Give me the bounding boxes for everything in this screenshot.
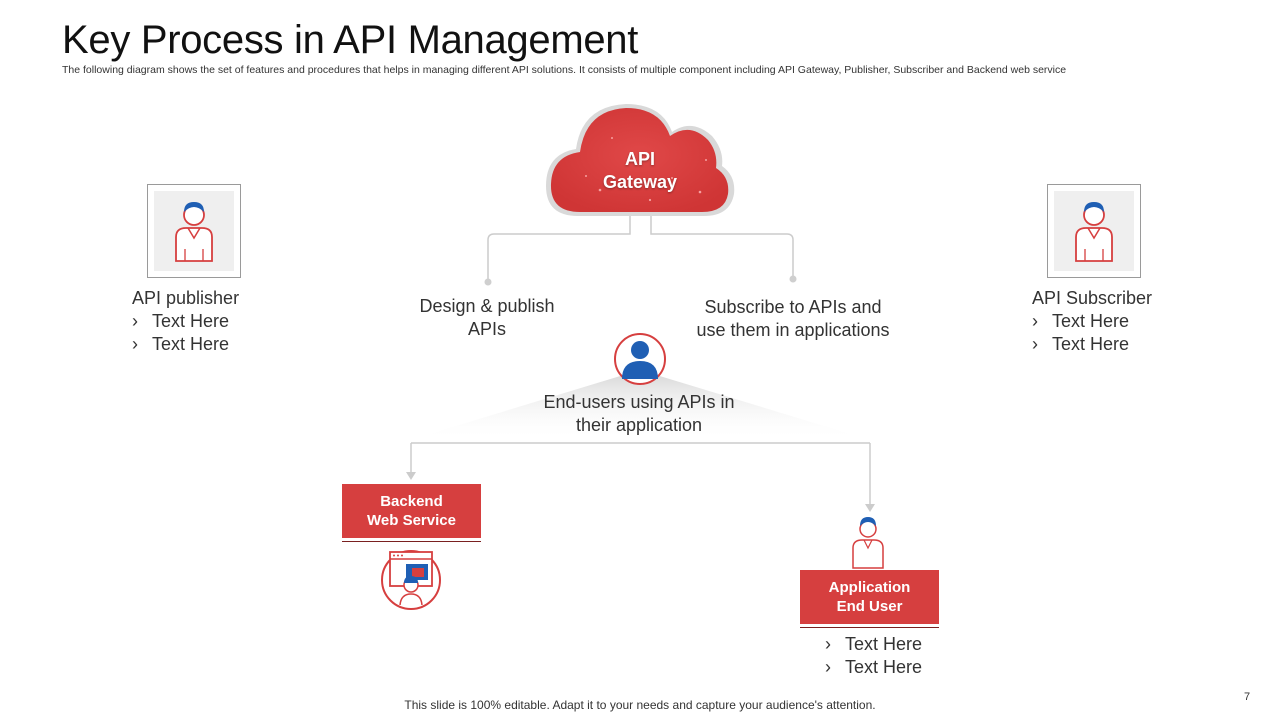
connector-dot xyxy=(789,275,797,283)
bullet-text: Text Here xyxy=(845,634,923,654)
backend-web-service-box: Backend Web Service xyxy=(342,484,481,538)
app-user-line2: End User xyxy=(836,598,903,615)
chevron-right-icon: › xyxy=(1032,311,1038,331)
list-item: › Text Here xyxy=(1032,333,1232,356)
subscriber-icon-box xyxy=(1047,184,1141,278)
publisher-icon-box xyxy=(147,184,241,278)
page-number: 7 xyxy=(1244,691,1251,703)
list-item: › Text Here xyxy=(825,633,975,656)
subscriber-label: API Subscriber xyxy=(1032,288,1153,308)
bullet-text: Text Here xyxy=(1052,311,1130,331)
bullet-text: Text Here xyxy=(152,334,230,354)
web-service-icon xyxy=(381,550,441,610)
cloud-shape xyxy=(546,104,735,216)
end-user-fan xyxy=(410,370,870,440)
design-publish-text: Design & publish APIs xyxy=(419,296,555,339)
gateway-line1: API xyxy=(624,149,655,169)
bullet-text: Text Here xyxy=(1052,334,1130,354)
app-user-arrowhead xyxy=(865,504,875,512)
subscriber-block: API Subscriber › Text Here › Text Here xyxy=(1032,287,1232,356)
person-icon xyxy=(1075,202,1113,262)
chevron-right-icon: › xyxy=(825,634,831,654)
footer-note: This slide is 100% editable. Adapt it to… xyxy=(404,698,876,712)
publisher-bullets: › Text Here › Text Here xyxy=(132,310,332,356)
bullet-text: Text Here xyxy=(845,657,923,677)
chevron-right-icon: › xyxy=(1032,334,1038,354)
slide-subtitle: The following diagram shows the set of f… xyxy=(62,64,1067,76)
end-user-icon xyxy=(614,333,666,385)
person-icon xyxy=(175,202,213,262)
backend-line1: Backend xyxy=(380,493,443,510)
gateway-line2: Gateway xyxy=(602,172,678,192)
gateway-left-connector xyxy=(487,215,631,281)
subscribe-text: Subscribe to APIs and use them in applic… xyxy=(696,297,890,340)
app-user-person-icon xyxy=(852,517,884,569)
subscriber-bullets: › Text Here › Text Here xyxy=(1032,310,1232,356)
chevron-right-icon: › xyxy=(132,334,138,354)
chevron-right-icon: › xyxy=(825,657,831,677)
publisher-label: API publisher xyxy=(132,288,240,308)
publisher-block: API publisher › Text Here › Text Here xyxy=(132,287,332,356)
backend-arrowhead xyxy=(406,472,416,480)
chevron-right-icon: › xyxy=(132,311,138,331)
application-end-user-box: Application End User xyxy=(800,570,939,624)
gateway-right-connector xyxy=(650,215,794,279)
bullet-text: Text Here xyxy=(152,311,230,331)
list-item: › Text Here xyxy=(132,310,332,333)
app-user-block: › Text Here › Text Here xyxy=(825,633,975,679)
end-users-text: End-users using APIs in their applicatio… xyxy=(543,392,735,435)
gateway-label: API Gateway xyxy=(580,148,700,194)
app-user-line1: Application xyxy=(828,579,911,596)
connector-dot xyxy=(484,278,492,286)
list-item: › Text Here xyxy=(132,333,332,356)
list-item: › Text Here xyxy=(1032,310,1232,333)
app-user-bullets: › Text Here › Text Here xyxy=(825,633,975,679)
list-item: › Text Here xyxy=(825,656,975,679)
slide-title: Key Process in API Management xyxy=(62,18,639,62)
backend-line2: Web Service xyxy=(367,512,456,529)
